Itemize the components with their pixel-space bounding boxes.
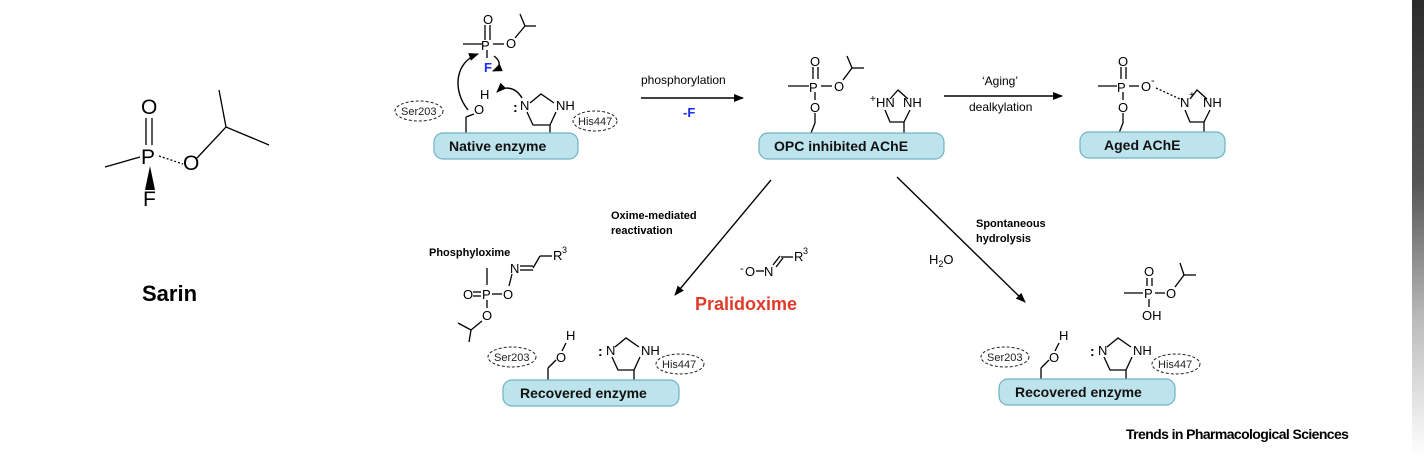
charge-minus: - <box>1151 75 1155 87</box>
atom-n: N <box>1098 343 1107 358</box>
opc-pill <box>758 132 945 160</box>
native-enzyme-pill <box>433 132 579 160</box>
atom-o: O <box>1166 286 1176 301</box>
lone-pair: : <box>598 343 603 359</box>
residue-his447-label: His447 <box>1158 359 1192 371</box>
atom-o: O <box>745 264 755 279</box>
step-spont-line2: hydrolysis <box>976 233 1031 245</box>
sarin-oxo: O <box>141 96 157 119</box>
atom-o-minus: O <box>1141 79 1151 94</box>
atom-o: O <box>474 102 484 117</box>
residue-his447 <box>572 110 618 132</box>
atom-o: O <box>810 100 820 115</box>
r-group-superscript: 3 <box>803 246 808 256</box>
charge-plus: + <box>870 94 876 105</box>
native-enzyme-group: O P O F Ser203 O H : N NH His447 Native … <box>394 12 618 160</box>
recovered-right-label: Recovered enzyme <box>1015 384 1142 400</box>
fluorine-leaving: F <box>484 60 492 75</box>
atom-p: P <box>482 287 491 302</box>
recovered-right-pill <box>998 378 1176 406</box>
recovered-left-label: Recovered enzyme <box>520 385 647 401</box>
charge-minus: - <box>740 263 744 275</box>
atom-o: O <box>556 350 566 365</box>
opc-inhibited-group: O P O O + HN NH OPC inhibited AChE <box>758 54 945 160</box>
pralidoxime-label: Pralidoxime <box>695 294 797 314</box>
hydrolysis-product: O P O OH <box>1124 262 1196 323</box>
step-dealkylation: dealkylation <box>969 100 1032 114</box>
residue-ser203-label: Ser203 <box>401 106 436 118</box>
atom-n: N <box>764 264 773 279</box>
atom-o: O <box>483 12 493 27</box>
lone-pair: : <box>1090 343 1095 359</box>
atom-h: H <box>1059 328 1068 343</box>
sarin-ester-oxygen: O <box>183 152 199 175</box>
residue-his447-label: His447 <box>578 116 612 128</box>
residue-ser203-label: Ser203 <box>494 352 529 364</box>
r-group: R <box>553 248 562 263</box>
pralidoxime-structure: - O N R 3 <box>740 246 808 279</box>
step-aging: ‘Aging’ <box>982 74 1018 88</box>
residue-ser203 <box>980 346 1030 368</box>
residue-his447 <box>1151 353 1201 375</box>
atom-p: P <box>1117 80 1126 95</box>
atom-nh: NH <box>1133 343 1152 358</box>
step-phosphorylation: phosphorylation <box>641 73 726 87</box>
water-label: H2O <box>929 252 954 269</box>
phosphyloxime-structure: Phosphyloxime O P O N R 3 O <box>429 245 567 343</box>
sarin-structure: O P O F <box>104 89 270 211</box>
atom-o: O <box>834 79 844 94</box>
atom-nh: NH <box>556 98 575 113</box>
r-group: R <box>794 249 803 264</box>
atom-h: H <box>566 328 575 343</box>
page-edge-shadow <box>1412 0 1424 456</box>
phosphyloxime-label: Phosphyloxime <box>429 247 510 259</box>
residue-ser203-label: Ser203 <box>987 352 1022 364</box>
atom-nh: NH <box>1203 95 1222 110</box>
atom-o: O <box>1144 264 1154 279</box>
recovered-left-group: Ser203 H O : N NH His447 Recovered enzym… <box>487 328 705 407</box>
aged-pill <box>1079 131 1226 159</box>
atom-n: N <box>520 98 529 113</box>
r-group-superscript: 3 <box>562 245 567 255</box>
step-oxime-line2: reactivation <box>611 225 673 237</box>
recovered-right-group: Ser203 H O : N NH His447 Recovered enzym… <box>980 328 1201 406</box>
sarin-title: Sarin <box>142 281 197 306</box>
atom-o: O <box>810 54 820 69</box>
step-spont-line1: Spontaneous <box>976 218 1046 230</box>
aged-ache-group: O P O - O N + NH Aged AChE <box>1079 54 1226 159</box>
atom-oh: OH <box>1142 308 1162 323</box>
atom-p: P <box>1144 286 1153 301</box>
atom-n: N <box>510 261 519 276</box>
atom-n: N <box>606 343 615 358</box>
atom-o: O <box>463 287 473 302</box>
atom-o: O <box>1118 100 1128 115</box>
residue-his447-label: His447 <box>662 359 696 371</box>
aged-label: Aged AChE <box>1104 137 1180 153</box>
atom-o: O <box>1049 350 1059 365</box>
sarin-fluorine: F <box>143 188 156 211</box>
atom-p: P <box>809 80 818 95</box>
atom-nh: NH <box>641 343 660 358</box>
residue-ser203 <box>394 100 444 122</box>
atom-o: O <box>482 308 492 323</box>
step-oxime-line1: Oxime-mediated <box>611 210 697 222</box>
opc-label: OPC inhibited AChE <box>774 138 908 154</box>
lone-pair: : <box>513 99 518 115</box>
journal-footer: Trends in Pharmacological Sciences <box>1126 426 1349 442</box>
atom-p: P <box>481 38 490 53</box>
native-enzyme-label: Native enzyme <box>449 138 546 154</box>
sarin-phosphorus: P <box>141 146 155 169</box>
recovered-left-pill <box>502 379 680 407</box>
atom-o: O <box>506 36 516 51</box>
residue-ser203 <box>487 346 537 368</box>
step-minus-f: -F <box>683 105 695 120</box>
residue-his447 <box>655 353 705 375</box>
atom-o: O <box>1118 54 1128 69</box>
atom-h: H <box>480 87 489 102</box>
atom-o: O <box>503 287 513 302</box>
atom-n: N <box>1180 95 1189 110</box>
